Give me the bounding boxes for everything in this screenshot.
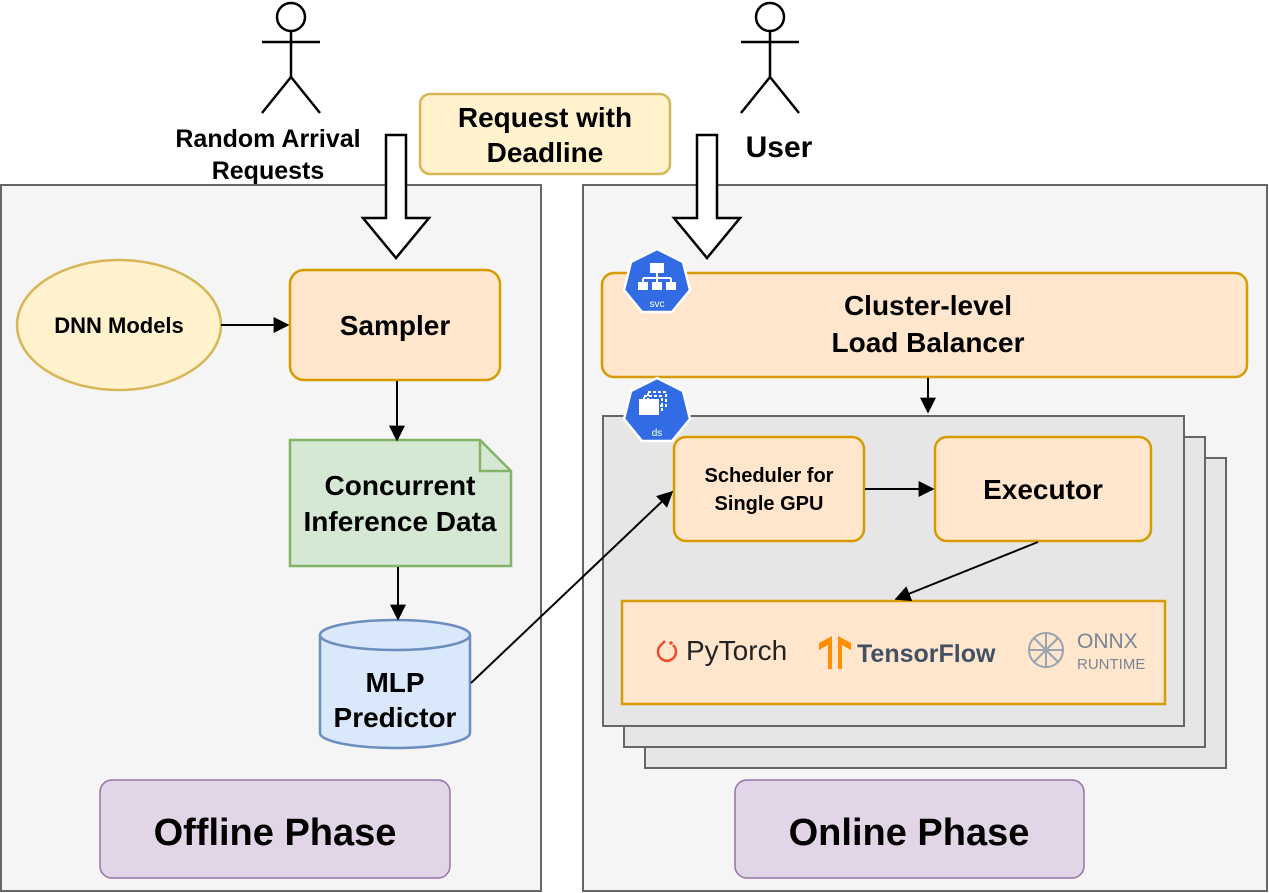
request-inflow-arrow-offline	[360, 133, 432, 260]
document-fold-icon	[478, 440, 511, 473]
mlp-predictor-label: MLP	[365, 667, 424, 698]
pytorch-label: PyTorch	[686, 635, 787, 666]
random-arrival-label-line2: Requests	[212, 157, 325, 185]
onnx-runtime-logo-icon	[1028, 632, 1064, 668]
concurrent-data-label: Concurrent	[325, 470, 476, 501]
online-phase-label: Online Phase	[789, 812, 1030, 854]
sampler-node	[288, 268, 502, 382]
user-actor-icon	[740, 1, 800, 114]
scheduler-label: Scheduler for	[705, 465, 834, 487]
scheduler-label-line2: Single GPU	[715, 493, 824, 515]
executor-label: Executor	[983, 474, 1103, 505]
svg-text:svc: svc	[650, 299, 665, 310]
offline-phase-badge	[99, 779, 451, 879]
dnn-models-label: DNN Models	[54, 313, 184, 338]
svg-text:ds: ds	[652, 428, 663, 439]
tensorflow-logo-icon	[819, 636, 851, 669]
random-arrival-label: Random Arrival	[175, 125, 360, 153]
executor-node	[933, 435, 1153, 543]
load-balancer-label-line2: Load Balancer	[832, 327, 1025, 358]
load-balancer-node	[600, 271, 1249, 379]
random-arrival-actor-icon	[261, 1, 321, 114]
pytorch-logo-icon	[656, 640, 678, 662]
tensorflow-label: TensorFlow	[857, 640, 996, 668]
onnx-runtime-label: RUNTIME	[1077, 656, 1145, 673]
arrow-executor-to-frameworks	[894, 541, 1039, 602]
mlp-predictor-label-line2: Predictor	[334, 702, 457, 733]
arrow-mlp-to-scheduler	[470, 490, 674, 684]
request-with-deadline-box	[418, 92, 672, 176]
mlp-predictor-node	[318, 618, 472, 750]
request-with-deadline-label: Request with	[458, 102, 632, 133]
request-with-deadline-label-line2: Deadline	[487, 137, 604, 168]
concurrent-data-label-line2: Inference Data	[304, 506, 497, 537]
load-balancer-label: Cluster-level	[844, 290, 1012, 321]
request-inflow-arrow-online	[671, 133, 743, 260]
concurrent-inference-data-node	[288, 438, 513, 568]
user-label: User	[746, 131, 813, 164]
scheduler-node	[672, 435, 866, 543]
sampler-label: Sampler	[340, 310, 451, 341]
onnx-label: ONNX	[1077, 630, 1138, 653]
offline-phase-label: Offline Phase	[154, 812, 397, 854]
online-phase-badge	[734, 779, 1085, 879]
k8s-ds-icon: ds	[622, 376, 692, 443]
framework-runtime-box	[620, 599, 1167, 706]
k8s-svc-icon: svc	[622, 247, 692, 314]
